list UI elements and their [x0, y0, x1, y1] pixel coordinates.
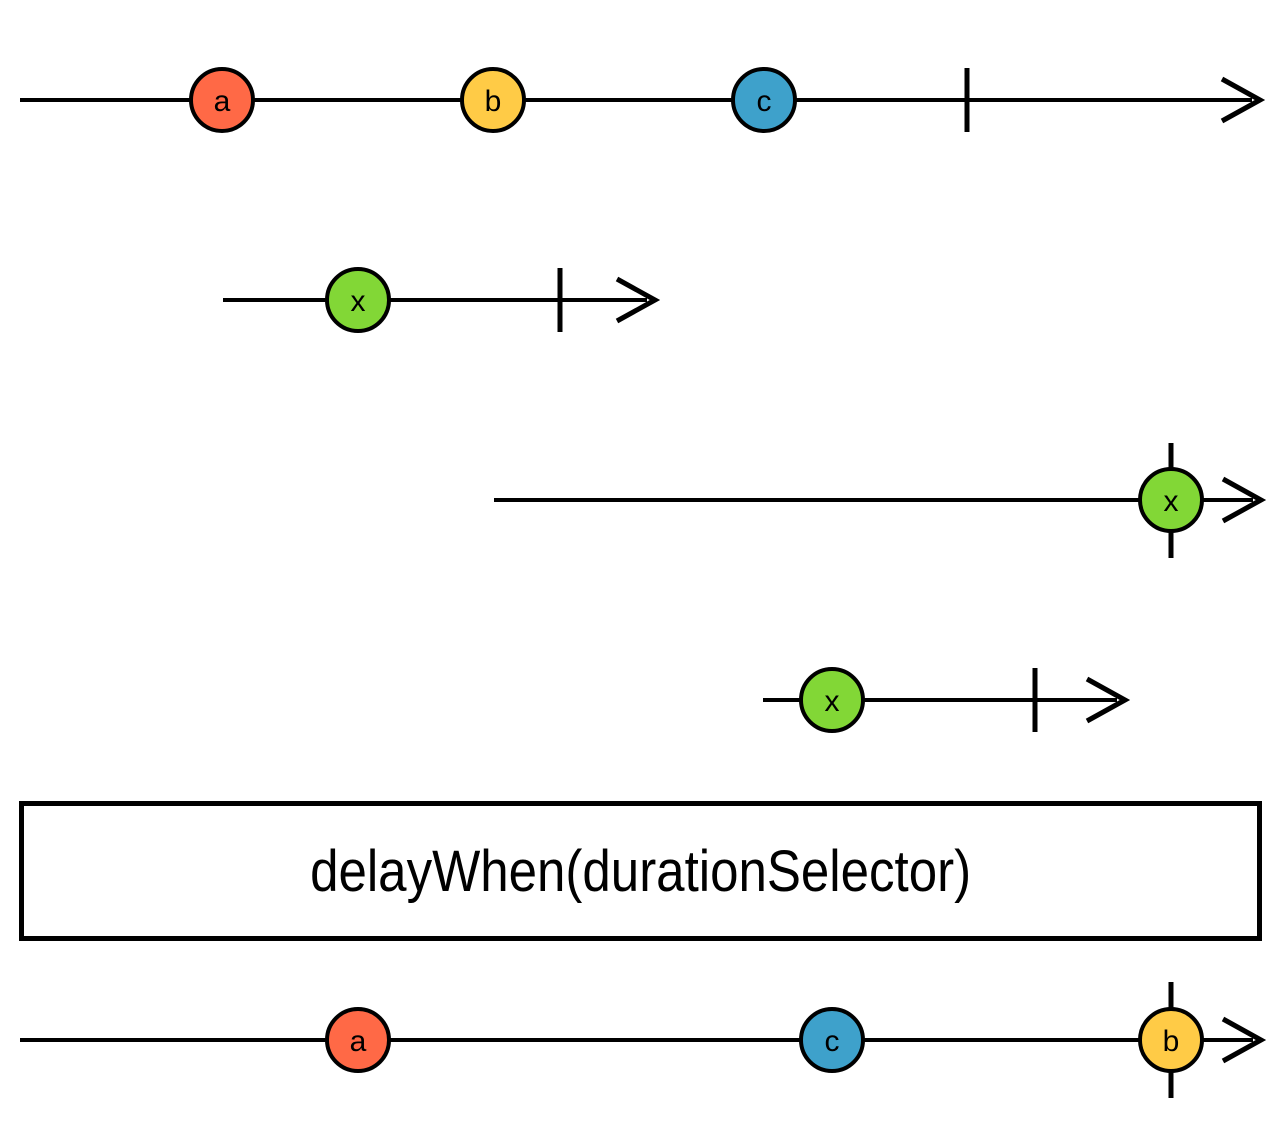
- arrowhead-icon: [1085, 676, 1131, 724]
- marble-label: b: [1163, 1025, 1180, 1058]
- marble-c: [731, 67, 797, 133]
- marble-label: x: [1164, 485, 1179, 518]
- marble-label: c: [825, 1025, 840, 1058]
- marble-label: b: [485, 85, 502, 118]
- marble-b: [1138, 1007, 1204, 1073]
- operator-box: delayWhen(durationSelector): [19, 801, 1262, 941]
- marble-c: [799, 1007, 865, 1073]
- marble-label: a: [350, 1025, 367, 1058]
- arrowhead-icon: [615, 276, 661, 324]
- marble-label: x: [351, 285, 366, 318]
- marble-x: [1138, 467, 1204, 533]
- arrowhead-icon: [1220, 76, 1266, 124]
- marble-b: [460, 67, 526, 133]
- operator-label: delayWhen(durationSelector): [309, 838, 972, 904]
- marble-a: [189, 67, 255, 133]
- arrowhead-icon: [1221, 1016, 1267, 1064]
- marble-label: c: [757, 85, 772, 118]
- marble-x: [325, 267, 391, 333]
- marble-x: [799, 667, 865, 733]
- marble-a: [325, 1007, 391, 1073]
- marble-label: a: [214, 85, 231, 118]
- arrowhead-icon: [1221, 476, 1267, 524]
- marble-label: x: [825, 685, 840, 718]
